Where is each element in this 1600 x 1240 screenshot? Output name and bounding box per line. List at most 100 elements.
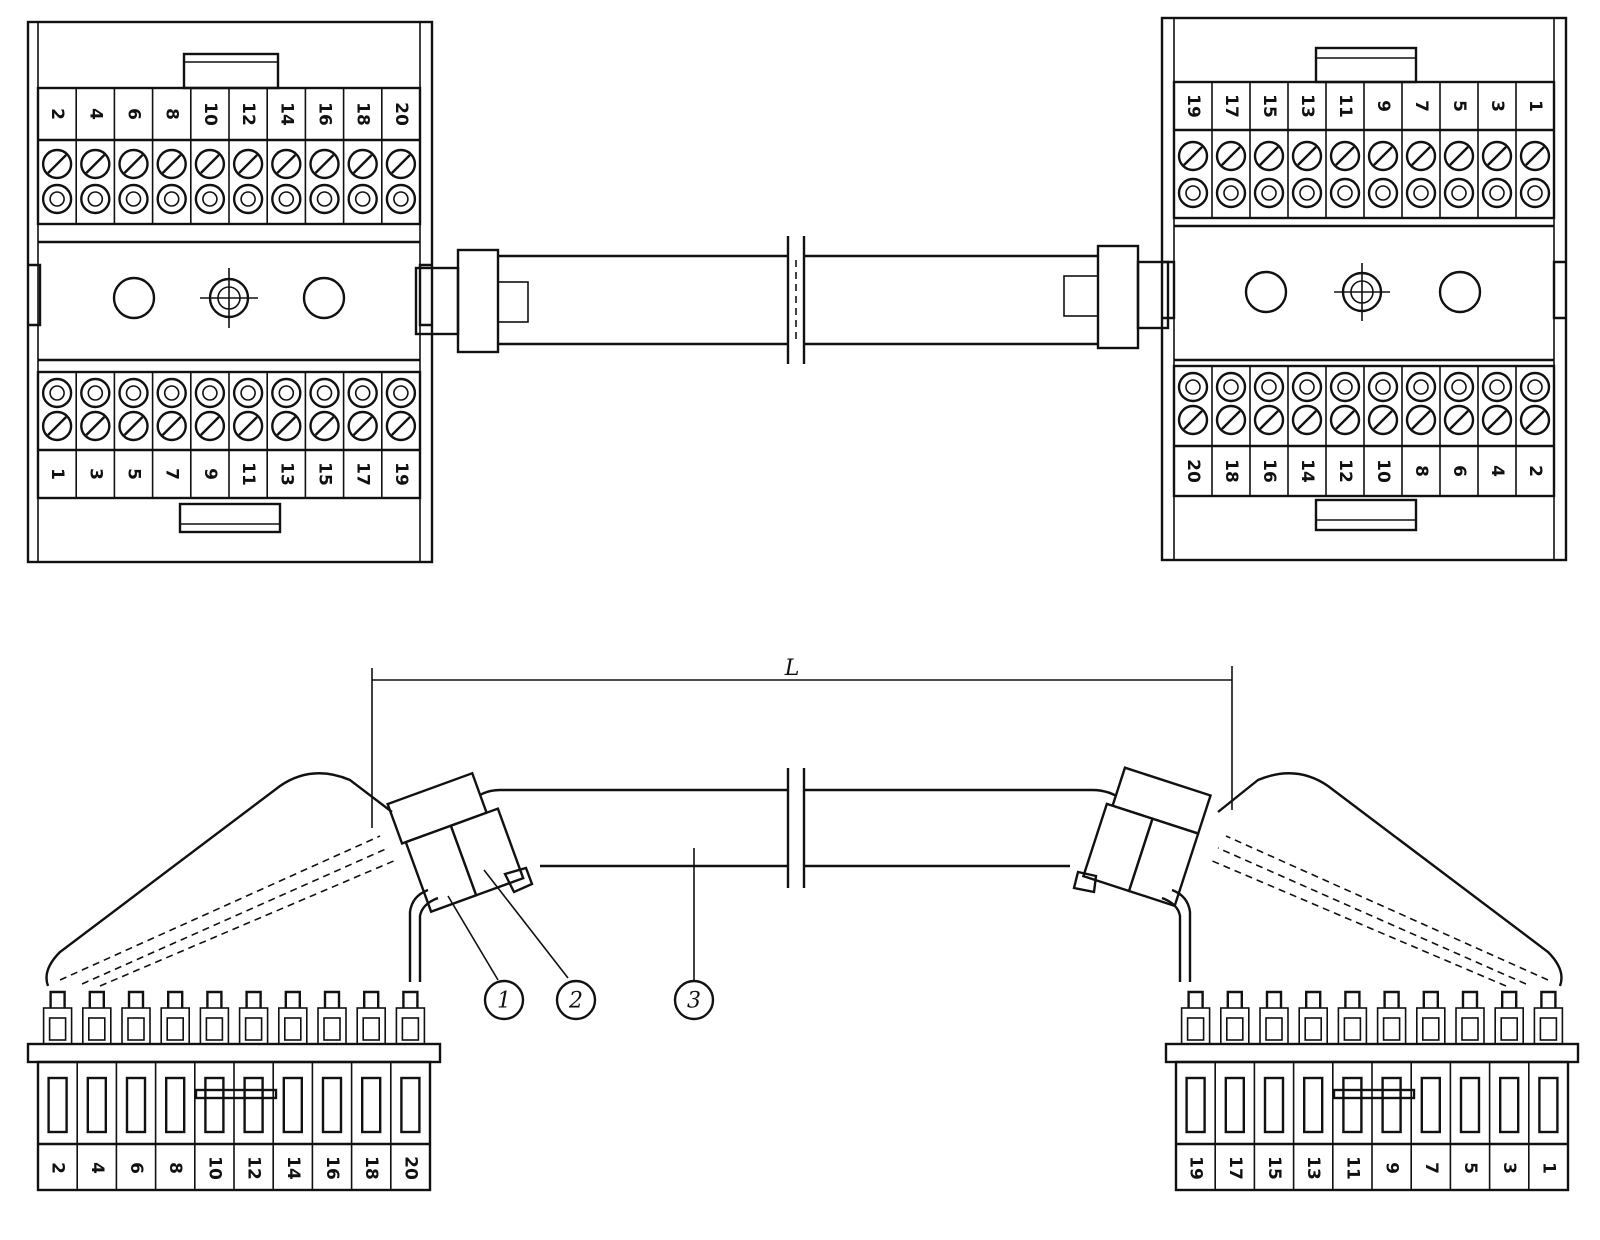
wire-socket-icon: [80, 183, 111, 215]
mounting-hole: [112, 276, 156, 320]
terminal-number-label: 1: [1525, 100, 1545, 112]
terminal-number-label: 4: [1487, 465, 1507, 477]
connector-pin: [82, 990, 112, 1045]
connector-pin: [42, 990, 73, 1045]
terminal-number-label: 13: [1297, 94, 1317, 118]
wire-socket-icon: [309, 377, 340, 409]
connector-socket: [47, 1076, 68, 1134]
terminal-number-label: 20: [400, 1156, 420, 1180]
screw-terminal-icon: [1367, 140, 1399, 172]
connector-socket: [1224, 1076, 1246, 1134]
terminal-number-label: 19: [1186, 1156, 1206, 1180]
wire-socket-icon: [194, 377, 226, 409]
wire-socket-icon: [1215, 371, 1247, 403]
terminal-number-label: 8: [165, 1162, 185, 1174]
terminal-number-label: 9: [1382, 1162, 1402, 1174]
terminal-number-label: 7: [1411, 100, 1431, 112]
connector-pin: [1416, 990, 1446, 1045]
screw-terminal-icon: [194, 148, 226, 180]
callout-marker: 3: [673, 979, 715, 1021]
terminal-number-label: 7: [1421, 1162, 1441, 1174]
mounting-clip-bottom: [178, 502, 282, 534]
wire-socket-icon: [1519, 371, 1551, 403]
connector-pin: [317, 990, 347, 1045]
screw-terminal-icon: [41, 148, 73, 180]
screw-terminal-icon: [156, 410, 187, 442]
screw-terminal-icon: [118, 148, 149, 180]
screw-terminal-icon: [80, 410, 111, 442]
terminal-number-label: 17: [1221, 94, 1241, 118]
screw-terminal-icon: [232, 148, 264, 180]
wire-socket-icon: [1291, 371, 1323, 403]
screw-terminal-icon: [347, 148, 378, 180]
wire-fan-right: [1161, 772, 1563, 987]
connector-pin: [160, 990, 190, 1045]
screw-terminal-icon: [1177, 140, 1209, 172]
terminal-number-label: 14: [1297, 459, 1317, 483]
mounting-clip-bottom: [1314, 498, 1418, 532]
block-frame: [1160, 16, 1568, 562]
terminal-number-label: 17: [1225, 1156, 1245, 1180]
connector-socket: [1263, 1076, 1285, 1134]
wire-socket-icon: [1405, 371, 1437, 403]
connector-socket: [204, 1076, 225, 1134]
screw-terminal-icon: [1253, 140, 1285, 172]
wire-socket-icon: [347, 377, 378, 409]
screw-terminal-icon: [1481, 404, 1513, 436]
screw-terminal-icon: [347, 410, 378, 442]
top-cable: [414, 236, 1170, 364]
terminal-number-label: 8: [1411, 465, 1431, 477]
terminal-number-label: 7: [162, 468, 182, 480]
cable-gland: [456, 248, 500, 354]
terminal-number-label: 2: [47, 108, 67, 120]
wire-socket-icon: [1329, 177, 1361, 209]
terminal-number-label: 8: [162, 108, 182, 120]
wire-socket-icon: [1253, 371, 1285, 403]
bottom-cable: [386, 766, 1213, 914]
terminal-number-label: 19: [1183, 94, 1203, 118]
screw-terminal-icon: [1291, 140, 1323, 172]
wire-socket-icon: [156, 377, 187, 409]
screw-terminal-icon: [1519, 404, 1551, 436]
connector-pin: [395, 990, 426, 1045]
wire-socket-icon: [156, 183, 187, 215]
terminal-number-label: 10: [204, 1156, 224, 1180]
terminal-number-label: 4: [85, 108, 105, 120]
connector-pin: [238, 990, 269, 1045]
connector-socket: [86, 1076, 108, 1134]
screw-terminal-icon: [1519, 140, 1551, 172]
connector-pin: [277, 990, 308, 1045]
terminal-number-label: 19: [391, 462, 411, 486]
connector-socket: [125, 1076, 147, 1134]
connector-pin: [1180, 990, 1211, 1045]
terminal-number-label: 16: [315, 102, 335, 126]
terminal-number-label: 4: [87, 1162, 107, 1174]
connector-socket: [1538, 1076, 1559, 1134]
crosshair-screw-icon: [200, 268, 258, 328]
dimension-label: L: [784, 656, 800, 681]
connector-pin: [1259, 990, 1289, 1045]
terminal-number-label: 12: [1335, 459, 1355, 483]
wire-socket-icon: [271, 377, 302, 409]
screw-terminal-icon: [1253, 404, 1285, 436]
terminal-number-label: 1: [47, 468, 67, 480]
screw-terminal-icon: [1443, 140, 1475, 172]
callout-number: 2: [568, 989, 583, 1014]
terminal-number-label: 20: [1183, 459, 1203, 483]
screw-terminal-icon: [1329, 140, 1361, 172]
terminal-number-label: 1: [1538, 1162, 1558, 1174]
wire-socket-icon: [1215, 177, 1247, 209]
connector-socket: [1342, 1076, 1363, 1134]
connector-socket: [1381, 1076, 1402, 1134]
connector-pin: [1533, 990, 1564, 1045]
wire-socket-icon: [1329, 371, 1361, 403]
connector-pin: [1337, 990, 1368, 1045]
terminal-number-label: 12: [244, 1156, 264, 1180]
mounting-clip-top: [1314, 46, 1418, 84]
wire-socket-icon: [385, 183, 417, 215]
wire-socket-icon: [1443, 177, 1475, 209]
